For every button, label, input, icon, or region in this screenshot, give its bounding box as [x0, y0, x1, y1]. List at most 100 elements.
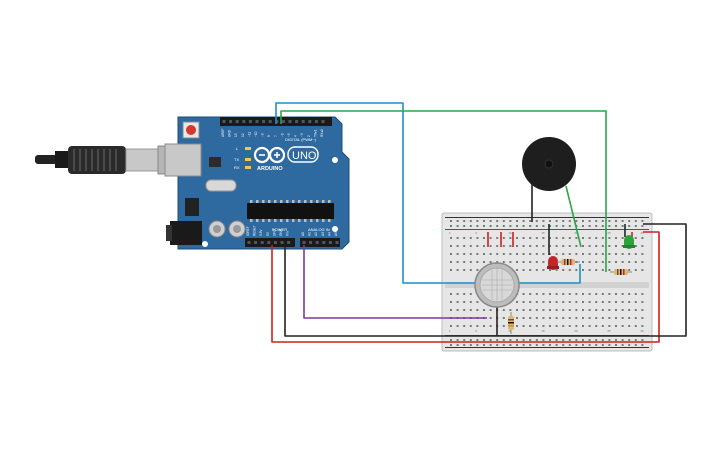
analog-header: [300, 238, 340, 247]
wire-black-gnd: [284, 223, 687, 337]
digital-pin-hole[interactable]: [235, 120, 239, 123]
power-pin-label: RESET: [253, 225, 257, 236]
column-number: 20: [574, 231, 578, 235]
column-number: 30: [640, 231, 644, 235]
digital-pin-hole[interactable]: [295, 120, 299, 123]
analog-pin-label: A0: [301, 232, 305, 236]
digital-pin-hole[interactable]: [222, 120, 226, 123]
digital-pin-label: TX▸1: [313, 129, 317, 137]
led-label-rx: RX: [234, 165, 240, 170]
digital-pin-hole[interactable]: [321, 120, 325, 123]
reset-button[interactable]: [182, 121, 200, 139]
digital-pin-label: ~10: [254, 131, 258, 137]
digital-pin-label: ~11: [247, 132, 251, 137]
analog-pin-hole[interactable]: [309, 241, 313, 244]
digital-pin-label: 12: [241, 133, 245, 137]
piezo-buzzer[interactable]: [522, 137, 576, 191]
column-number: 1: [449, 231, 451, 235]
column-number: 30: [640, 329, 644, 333]
resistor-1[interactable]: [557, 259, 580, 265]
wire-purple-a0: [303, 245, 487, 319]
analog-pin-label: A3: [321, 232, 325, 236]
power-pin-hole[interactable]: [287, 241, 291, 244]
power-pin-hole[interactable]: [254, 241, 258, 244]
column-number: 1: [449, 329, 451, 333]
wire-buzzer-pos: [565, 185, 582, 248]
column-number: 5: [475, 231, 477, 235]
digital-pin-hole[interactable]: [255, 120, 259, 123]
analog-pin-hole[interactable]: [315, 241, 319, 244]
digital-pin-label: 2: [307, 135, 311, 137]
column-number: 20: [574, 329, 578, 333]
arduino-logo-text: ARDUINO: [257, 166, 283, 172]
power-pin-hole[interactable]: [273, 241, 277, 244]
power-pin-label: 3.3V: [259, 229, 263, 236]
wire-red-5v: [271, 231, 660, 343]
resistor-3[interactable]: [508, 312, 514, 334]
gas-sensor[interactable]: [474, 262, 520, 308]
digital-pin-label: ~6: [280, 133, 284, 137]
power-pin-label: 5V: [266, 231, 270, 236]
digital-pin-hole[interactable]: [242, 120, 246, 123]
digital-pin-label: ~3: [300, 133, 304, 137]
power-pin-hole[interactable]: [260, 241, 264, 244]
digital-pin-label: ~5: [287, 133, 291, 137]
analog-pin-hole[interactable]: [302, 241, 306, 244]
digital-pin-label: 8: [267, 135, 271, 137]
column-number: 10: [508, 231, 512, 235]
digital-pin-hole[interactable]: [288, 120, 292, 123]
column-number: 10: [508, 329, 512, 333]
power-pin-label: GND: [272, 228, 276, 236]
power-pin-hole[interactable]: [280, 241, 284, 244]
resistor-2[interactable]: [610, 269, 632, 275]
red-led[interactable]: [547, 256, 559, 270]
column-number: 15: [541, 231, 545, 235]
digital-pin-label: 7: [274, 135, 278, 137]
digital-pin-hole[interactable]: [268, 120, 272, 123]
digital-pin-hole[interactable]: [314, 120, 318, 123]
analog-pin-label: A1: [308, 232, 312, 236]
digital-pin-hole[interactable]: [301, 120, 305, 123]
wires: [271, 102, 687, 343]
digital-pin-hole[interactable]: [308, 120, 312, 123]
digital-pin-hole[interactable]: [262, 120, 266, 123]
column-number: 25: [607, 329, 611, 333]
digital-pin-hole[interactable]: [248, 120, 252, 123]
column-number: 5: [475, 329, 477, 333]
board-model-label: UNO: [292, 150, 317, 162]
power-pin-label: GND: [279, 228, 283, 236]
column-number: 25: [607, 231, 611, 235]
analog-pin-hole[interactable]: [322, 241, 326, 244]
wire-blue: [275, 102, 581, 284]
digital-pin-hole[interactable]: [281, 120, 285, 123]
digital-pin-label: 13: [234, 133, 238, 137]
analog-pin-hole[interactable]: [328, 241, 332, 244]
digital-header-label: DIGITAL (PWM~): [285, 137, 317, 142]
atmega-chip: [247, 200, 334, 222]
led-label-l: L: [236, 146, 239, 151]
arduino-logo: ARDUINO UNO: [253, 146, 319, 172]
analog-pin-label: A2: [314, 232, 318, 236]
digital-pin-label: AREF: [221, 128, 225, 137]
column-number: 15: [541, 329, 545, 333]
analog-pin-label: A4: [327, 232, 331, 236]
digital-pin-label: ~9: [261, 133, 265, 137]
wire-green: [280, 110, 607, 272]
led-label-tx: TX: [234, 157, 239, 162]
analog-header-label: ANALOG IN: [308, 227, 330, 232]
analog-pin-hole[interactable]: [335, 241, 339, 244]
digital-pin-label: RX◂0: [320, 129, 324, 137]
power-pin-label: Vin: [286, 231, 290, 236]
digital-pin-label: 4: [294, 135, 298, 137]
power-pin-hole[interactable]: [267, 241, 271, 244]
power-pin-hole[interactable]: [247, 241, 251, 244]
analog-pin-label: A5: [334, 232, 338, 236]
power-pin-label: IOREF: [246, 226, 250, 236]
power-header-label: POWER: [272, 227, 287, 232]
digital-pin-label: GND: [228, 129, 232, 137]
green-led[interactable]: [623, 235, 635, 249]
digital-pin-hole[interactable]: [229, 120, 233, 123]
